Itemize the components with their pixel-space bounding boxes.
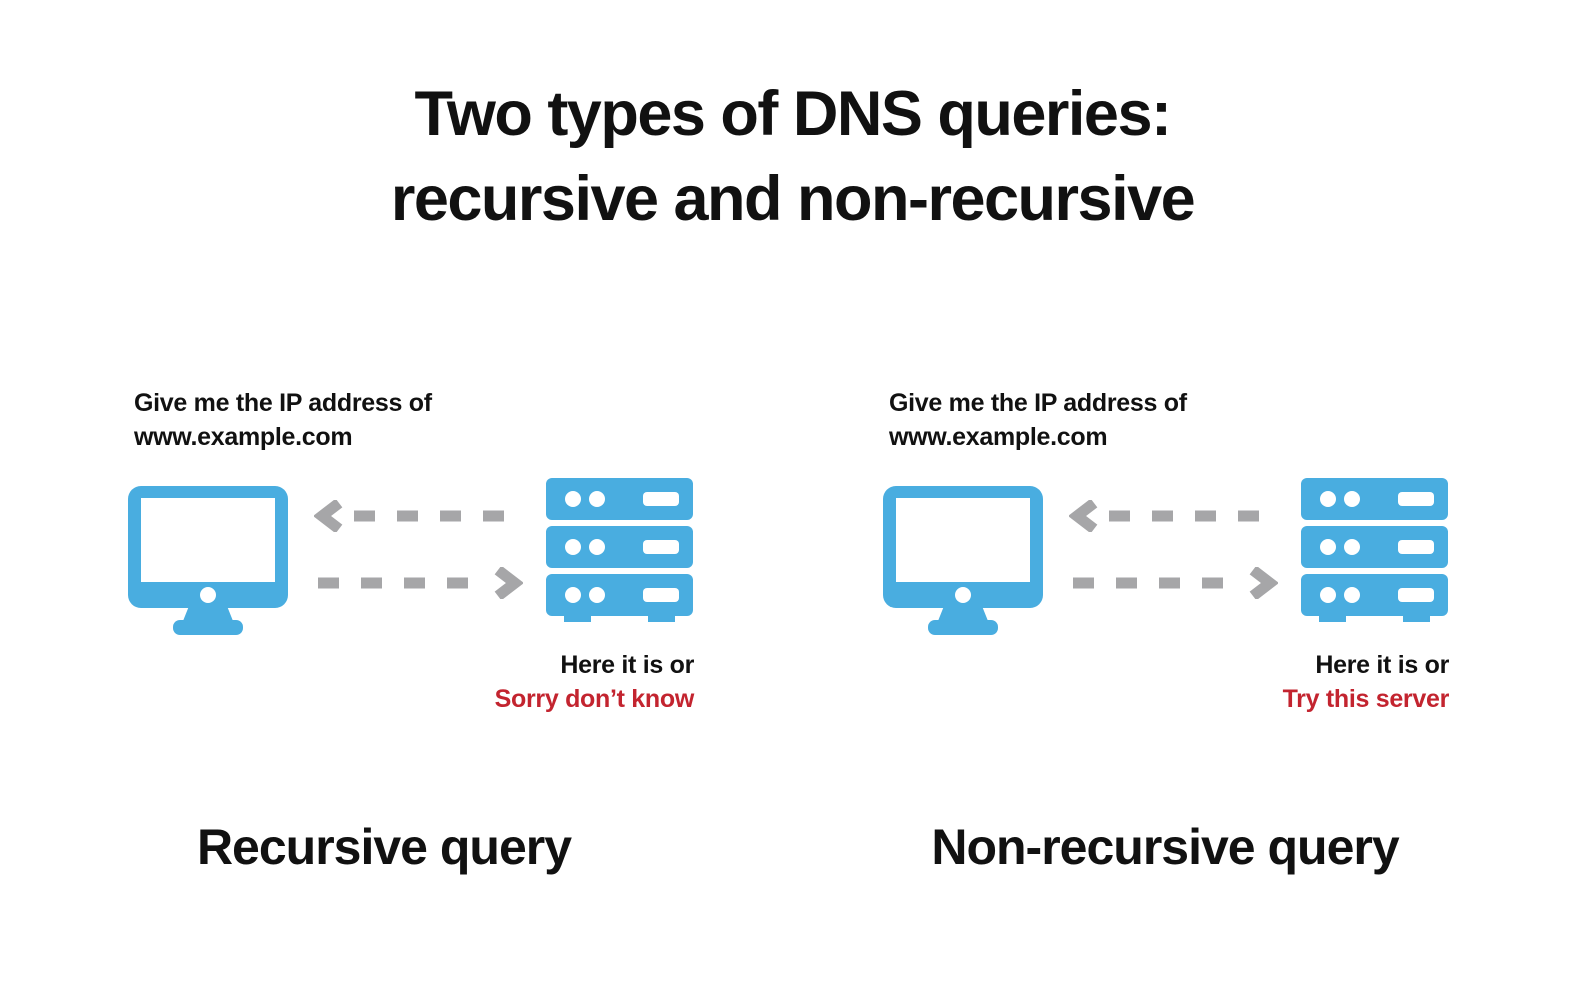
server-response-failure: Sorry don’t know — [494, 685, 695, 713]
client-request-text: Give me the IP address of www.example.co… — [134, 386, 432, 454]
server-response-success: Here it is or — [560, 651, 694, 679]
client-request-line1: Give me the IP address of — [134, 389, 432, 417]
dashed-arrow-right-icon — [318, 567, 523, 599]
recursive-query-panel: Give me the IP address of www.example.co… — [128, 386, 694, 726]
server-rack-icon — [1301, 478, 1448, 622]
non-recursive-query-caption: Non-recursive query — [931, 819, 1399, 875]
client-request-line2: www.example.com — [889, 423, 1108, 451]
diagram-title: Two types of DNS queries: recursive and … — [0, 72, 1585, 242]
recursive-query-caption: Recursive query — [196, 819, 572, 875]
dashed-arrow-left-icon — [1069, 500, 1274, 532]
diagram-title-line1: Two types of DNS queries: — [414, 79, 1172, 149]
client-request-text: Give me the IP address of www.example.co… — [889, 386, 1187, 454]
non-recursive-query-panel: Give me the IP address of www.example.co… — [883, 386, 1449, 726]
dashed-arrow-right-icon — [1073, 567, 1278, 599]
server-response-success: Here it is or — [1315, 651, 1449, 679]
client-request-line2: www.example.com — [134, 423, 353, 451]
client-request-line1: Give me the IP address of — [889, 389, 1187, 417]
server-rack-icon — [546, 478, 693, 622]
server-response-text: Here it is or Sorry don’t know — [494, 648, 695, 716]
dashed-arrow-left-icon — [314, 500, 519, 532]
server-response-referral: Try this server — [1282, 685, 1450, 713]
desktop-computer-icon — [883, 486, 1043, 635]
desktop-computer-icon — [128, 486, 288, 635]
server-response-text: Here it is or Try this server — [1282, 648, 1450, 716]
diagram-title-line2: recursive and non-recursive — [390, 164, 1196, 234]
